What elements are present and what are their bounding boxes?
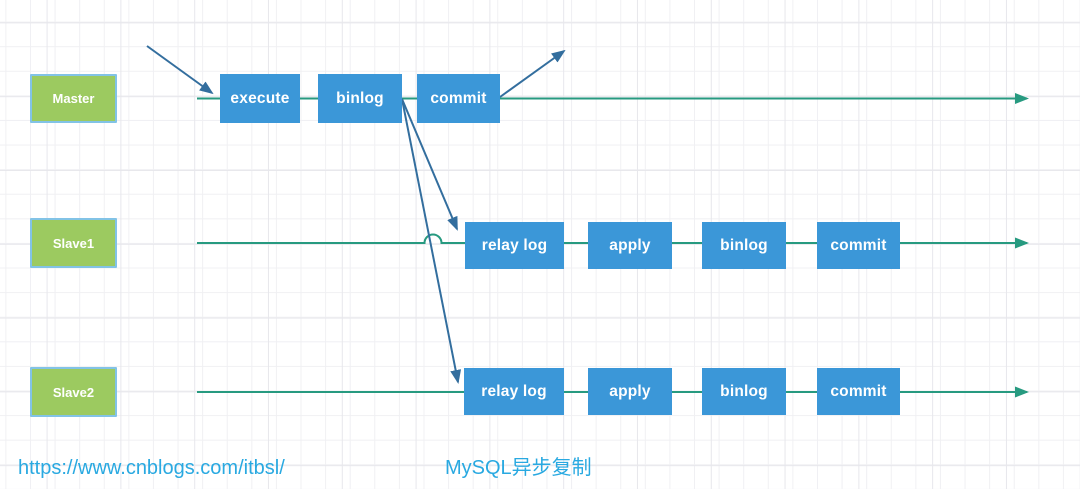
step-master-binlog: binlog (318, 74, 402, 123)
commit-return-arrow (499, 49, 566, 98)
step-master-commit: commit (417, 74, 500, 123)
step-master-execute: execute (220, 74, 300, 123)
diagram-caption: MySQL异步复制 (445, 457, 592, 479)
step-slave2-apply: apply (588, 368, 672, 415)
slave1-timeline-arrow (197, 233, 1029, 249)
step-slave1-apply: apply (588, 222, 672, 269)
binlog-to-slave1-arrow (401, 98, 458, 231)
step-slave2-commit: commit (817, 368, 900, 415)
source-url-link[interactable]: https://www.cnblogs.com/itbsl/ (18, 457, 285, 479)
lane-label-slave1: Slave1 (30, 218, 117, 268)
step-slave1-commit: commit (817, 222, 900, 269)
step-slave1-relay-log: relay log (465, 222, 564, 269)
lane-label-slave2: Slave2 (30, 367, 117, 417)
step-slave2-relay-log: relay log (464, 368, 564, 415)
step-slave1-binlog: binlog (702, 222, 786, 269)
step-slave2-binlog: binlog (702, 368, 786, 415)
lane-label-master: Master (30, 74, 117, 123)
binlog-to-slave2-arrow (401, 98, 462, 384)
incoming-query-arrow (146, 45, 214, 95)
